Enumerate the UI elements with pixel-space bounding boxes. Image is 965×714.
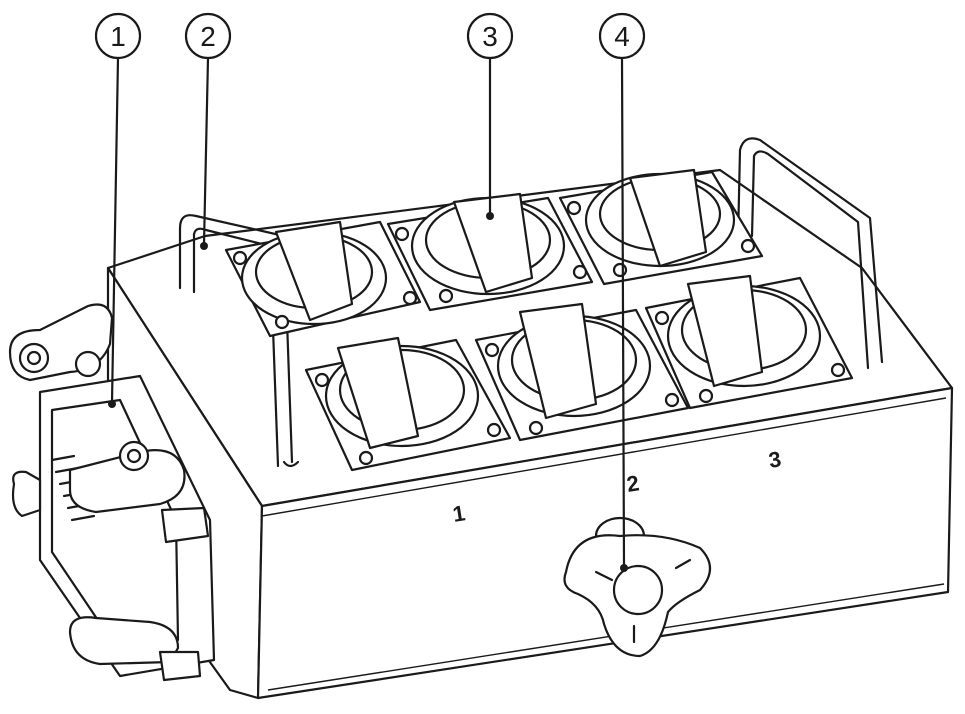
cable-gland-knob: [563, 516, 712, 658]
callout-label-3: 3: [482, 21, 498, 52]
handle-right: [736, 137, 884, 370]
leader-dot-1: [108, 400, 116, 408]
callout-label-4: 4: [614, 21, 630, 52]
leader-line-1: [110, 56, 120, 404]
leader-dot-4: [620, 564, 628, 572]
callout-1: 1: [94, 12, 142, 60]
multipin-connector: [8, 303, 216, 682]
side-clip: [11, 470, 42, 518]
leader-line-4: [620, 56, 626, 568]
bottom-edge-highlight: [267, 583, 945, 691]
leader-line-2: [202, 56, 210, 246]
handle-left: [178, 214, 300, 468]
leader-dot-3: [486, 212, 494, 220]
locking-lever-bottom: [68, 616, 180, 666]
callout-leaders: [108, 56, 628, 572]
callout-label-1: 1: [110, 21, 126, 52]
socket-back-left: [224, 220, 422, 338]
socket-array: [224, 168, 854, 472]
front-edge-highlight: [261, 397, 947, 517]
callout-label-2: 2: [200, 21, 216, 52]
callout-3: 3: [466, 12, 514, 60]
callout-2: 2: [184, 12, 232, 60]
socket-front-middle: [474, 302, 690, 442]
socket-front-right: [644, 274, 854, 410]
callout-4: 4: [598, 12, 646, 60]
group-label-2: 2: [625, 470, 641, 497]
group-label-1: 1: [451, 500, 467, 527]
socket-front-left: [304, 336, 512, 472]
socket-back-middle: [386, 192, 594, 312]
outlet-group-labels: 1 2 3: [451, 446, 783, 527]
group-label-3: 3: [767, 446, 783, 473]
leader-dot-2: [200, 242, 208, 250]
locking-lever-middle: [68, 449, 186, 514]
